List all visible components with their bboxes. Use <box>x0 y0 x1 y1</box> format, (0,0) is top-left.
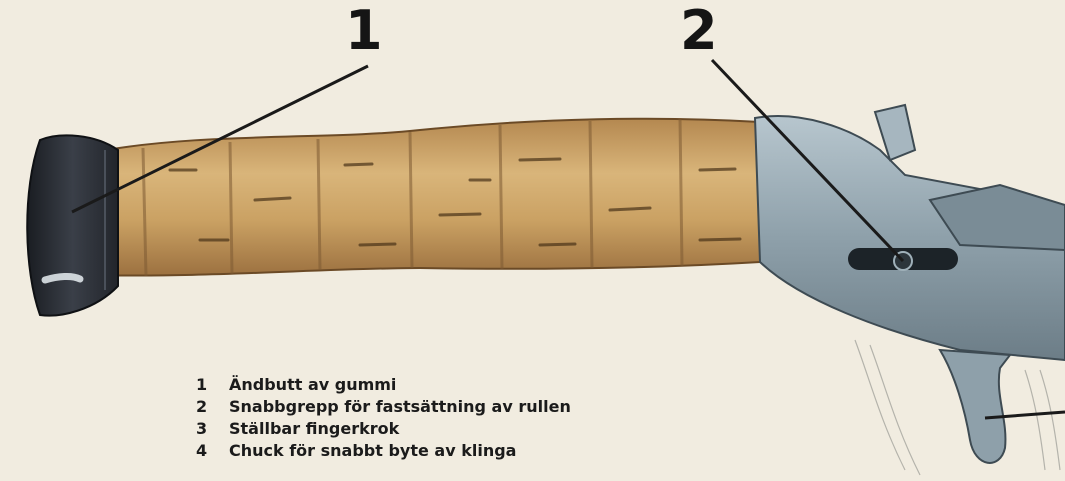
legend-text: Ställbar fingerkrok <box>229 418 399 440</box>
callout-number-1: 1 <box>345 4 383 58</box>
legend-text: Ändbutt av gummi <box>229 374 396 396</box>
legend-item: 4 Chuck för snabbt byte av klinga <box>196 440 571 462</box>
legend-text: Snabbgrepp för fastsättning av rullen <box>229 396 571 418</box>
cork-grip <box>95 118 760 276</box>
legend-item: 2 Snabbgrepp för fastsättning av rullen <box>196 396 571 418</box>
parts-legend: 1 Ändbutt av gummi 2 Snabbgrepp för fast… <box>196 374 571 462</box>
callout-number-2: 2 <box>680 4 718 58</box>
legend-number: 4 <box>196 440 229 462</box>
legend-number: 2 <box>196 396 229 418</box>
legend-item: 3 Ställbar fingerkrok <box>196 418 571 440</box>
metal-chuck <box>755 105 1065 475</box>
legend-number: 1 <box>196 374 229 396</box>
rubber-end-butt <box>27 135 118 315</box>
legend-text: Chuck för snabbt byte av klinga <box>229 440 516 462</box>
legend-number: 3 <box>196 418 229 440</box>
legend-item: 1 Ändbutt av gummi <box>196 374 571 396</box>
